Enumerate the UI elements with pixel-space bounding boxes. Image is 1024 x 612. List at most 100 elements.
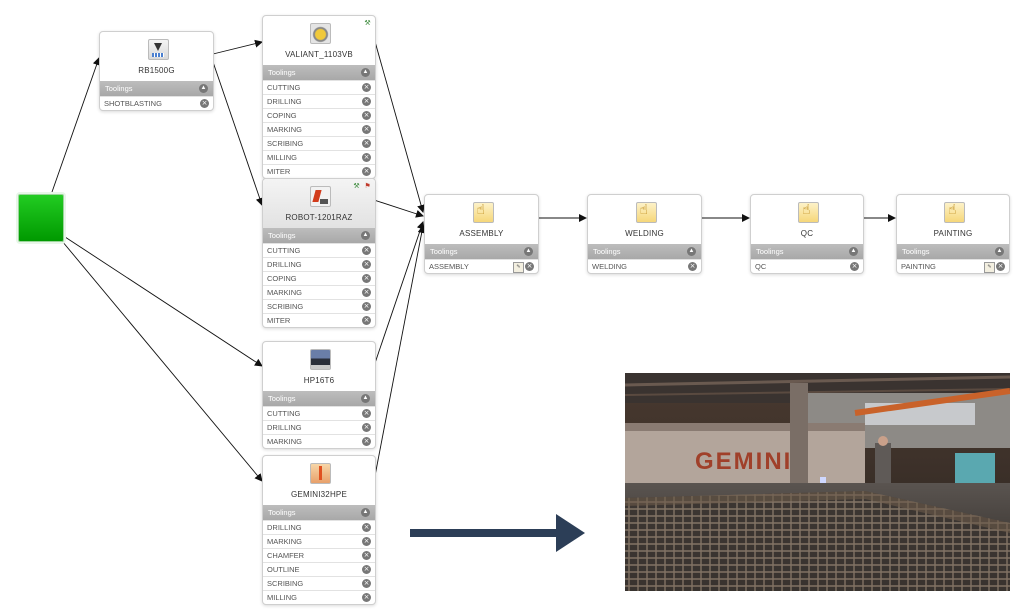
collapse-icon[interactable]: ▲ <box>361 508 370 517</box>
toolings-bar[interactable]: Toolings▲ <box>751 244 863 259</box>
tooling-row: MARKING× <box>263 434 375 448</box>
edge-valiant-assembly <box>373 37 425 213</box>
remove-icon[interactable]: × <box>362 288 371 297</box>
remove-icon[interactable]: × <box>362 302 371 311</box>
node-painting[interactable]: PAINTING Toolings▲ PAINTING✎× <box>896 194 1010 274</box>
collapse-icon[interactable]: ▲ <box>361 231 370 240</box>
remove-icon[interactable]: × <box>362 83 371 92</box>
tooling-row: COPING× <box>263 271 375 285</box>
saw-icon <box>310 23 331 44</box>
remove-icon[interactable]: × <box>362 274 371 283</box>
remove-icon[interactable]: × <box>362 125 371 134</box>
tooling-row: DRILLING× <box>263 94 375 108</box>
remove-icon[interactable]: × <box>362 565 371 574</box>
remove-icon[interactable]: × <box>850 262 859 271</box>
node-title: PAINTING <box>933 229 973 238</box>
edge-rb1500g-robot <box>212 61 264 206</box>
tooling-row: DRILLING× <box>263 257 375 271</box>
flag-badge-icon[interactable]: ⚑ <box>364 182 371 190</box>
node-title: VALIANT_1103VB <box>285 50 353 59</box>
collapse-icon[interactable]: ▲ <box>687 247 696 256</box>
edit-icon[interactable]: ✎ <box>984 262 995 273</box>
remove-icon[interactable]: × <box>362 153 371 162</box>
node-robot[interactable]: ⚒ ⚑ ROBOT-1201RAZ Toolings▲ CUTTING× DRI… <box>262 178 376 328</box>
remove-icon[interactable]: × <box>362 579 371 588</box>
node-gemini[interactable]: GEMINI32HPE Toolings▲ DRILLING× MARKING×… <box>262 455 376 605</box>
toolings-bar[interactable]: Toolings▲ <box>263 65 375 80</box>
tooling-row: SCRIBING× <box>263 136 375 150</box>
flow-edges <box>51 37 896 482</box>
node-title: RB1500G <box>138 66 175 75</box>
tooling-row: SCRIBING× <box>263 576 375 590</box>
tool-badge-icon[interactable]: ⚒ <box>364 19 371 27</box>
tooling-row: WELDING× <box>588 259 701 273</box>
node-welding[interactable]: WELDING Toolings▲ WELDING× <box>587 194 702 274</box>
tooling-row: MARKING× <box>263 285 375 299</box>
toolings-bar[interactable]: Toolings▲ <box>263 391 375 406</box>
toolings-bar[interactable]: Toolings▲ <box>425 244 538 259</box>
photo-sign-text: GEMINI <box>695 448 792 475</box>
remove-icon[interactable]: × <box>362 593 371 602</box>
right-arrow-icon <box>410 514 585 552</box>
collapse-icon[interactable]: ▲ <box>849 247 858 256</box>
tooling-row: MILLING× <box>263 150 375 164</box>
remove-icon[interactable]: × <box>362 437 371 446</box>
robot-icon <box>310 186 331 207</box>
tooling-row: SHOTBLASTING× <box>100 96 213 110</box>
remove-icon[interactable]: × <box>362 111 371 120</box>
node-assembly[interactable]: ASSEMBLY Toolings▲ ASSEMBLY✎× <box>424 194 539 274</box>
remove-icon[interactable]: × <box>996 262 1005 271</box>
remove-icon[interactable]: × <box>362 551 371 560</box>
remove-icon[interactable]: × <box>362 167 371 176</box>
tooling-row: CUTTING× <box>263 243 375 257</box>
tooling-row: OUTLINE× <box>263 562 375 576</box>
collapse-icon[interactable]: ▲ <box>199 84 208 93</box>
node-title: WELDING <box>625 229 664 238</box>
node-title: GEMINI32HPE <box>291 490 347 499</box>
tooling-row: DRILLING× <box>263 520 375 534</box>
laser-icon <box>310 463 331 484</box>
machine-icon <box>310 349 331 370</box>
node-qc[interactable]: QC Toolings▲ QC× <box>750 194 864 274</box>
hand-icon <box>472 202 494 223</box>
toolings-bar[interactable]: Toolings▲ <box>263 228 375 243</box>
collapse-icon[interactable]: ▲ <box>995 247 1004 256</box>
machine-photo: GEMINI <box>625 373 1010 591</box>
toolings-bar[interactable]: Toolings▲ <box>588 244 701 259</box>
edge-rb1500g-valiant <box>212 39 263 55</box>
remove-icon[interactable]: × <box>200 99 209 108</box>
remove-icon[interactable]: × <box>362 523 371 532</box>
edge-hp16t6-assembly <box>373 221 425 367</box>
node-title: HP16T6 <box>303 376 335 385</box>
toolings-bar[interactable]: Toolings▲ <box>897 244 1009 259</box>
node-hp16t6[interactable]: HP16T6 Toolings▲ CUTTING× DRILLING× MARK… <box>262 341 376 449</box>
node-valiant[interactable]: ⚒ VALIANT_1103VB Toolings▲ CUTTING× DRIL… <box>262 15 376 179</box>
remove-icon[interactable]: × <box>362 409 371 418</box>
collapse-icon[interactable]: ▲ <box>361 68 370 77</box>
start-node[interactable] <box>18 194 64 242</box>
node-rb1500g[interactable]: RB1500G Toolings▲ SHOTBLASTING× <box>99 31 214 111</box>
edge-start-rb1500g <box>51 57 101 193</box>
tool-badge-icon[interactable]: ⚒ <box>353 182 360 190</box>
remove-icon[interactable]: × <box>362 537 371 546</box>
remove-icon[interactable]: × <box>525 262 534 271</box>
remove-icon[interactable]: × <box>362 316 371 325</box>
edit-icon[interactable]: ✎ <box>513 262 524 273</box>
collapse-icon[interactable]: ▲ <box>361 394 370 403</box>
toolings-bar[interactable]: Toolings▲ <box>100 81 213 96</box>
tooling-row: MILLING× <box>263 590 375 604</box>
tooling-row: CHAMFER× <box>263 548 375 562</box>
collapse-icon[interactable]: ▲ <box>524 247 533 256</box>
remove-icon[interactable]: × <box>362 139 371 148</box>
tooling-row: DRILLING× <box>263 420 375 434</box>
node-title: QC <box>800 229 814 238</box>
node-title: ASSEMBLY <box>459 229 504 238</box>
remove-icon[interactable]: × <box>688 262 697 271</box>
toolings-bar[interactable]: Toolings▲ <box>263 505 375 520</box>
tooling-row: SCRIBING× <box>263 299 375 313</box>
remove-icon[interactable]: × <box>362 423 371 432</box>
tooling-row: PAINTING✎× <box>897 259 1009 273</box>
remove-icon[interactable]: × <box>362 246 371 255</box>
remove-icon[interactable]: × <box>362 260 371 269</box>
remove-icon[interactable]: × <box>362 97 371 106</box>
